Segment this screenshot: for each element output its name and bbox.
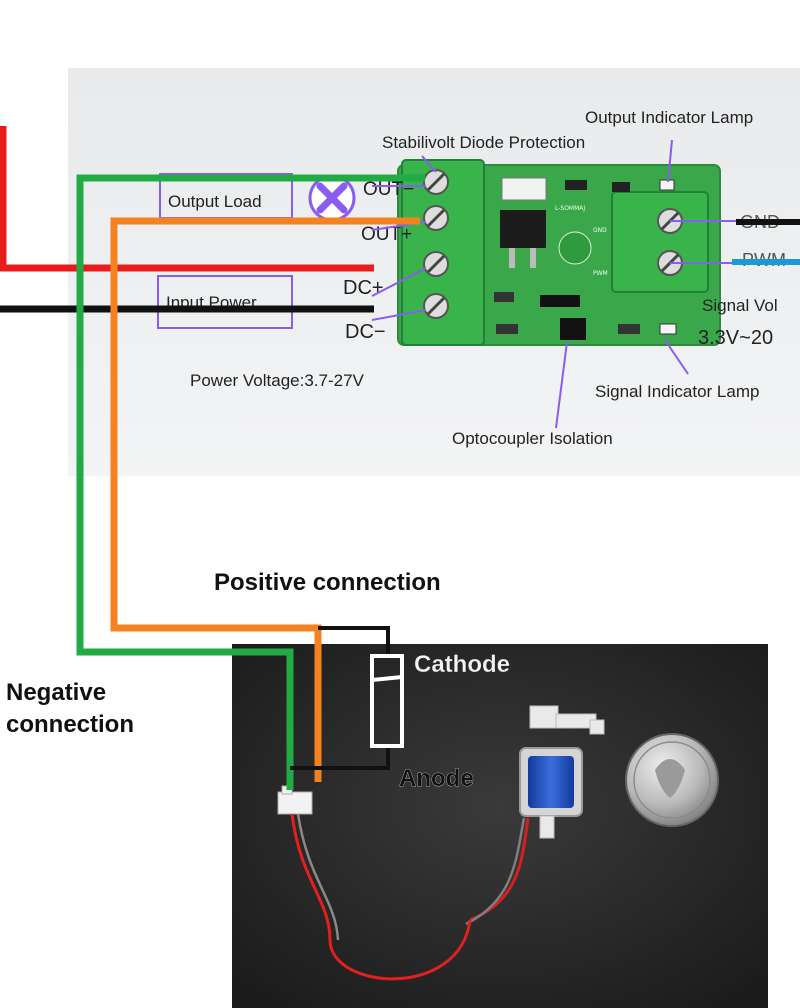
quarter-coin (625, 733, 719, 827)
solenoid-valve (465, 705, 605, 926)
label-negative-connection-1: Negative (6, 679, 106, 706)
right-terminal-block (611, 191, 709, 293)
chip-label: L-SOMMAJ (555, 205, 585, 212)
header-socket (501, 177, 547, 201)
green-wire (76, 174, 425, 790)
diode-outline-icon (370, 654, 404, 748)
smd-resistor-3 (618, 324, 640, 334)
red-wire (0, 126, 374, 272)
left-terminal-block (401, 159, 485, 346)
label-stabilivolt-protection: Stabilivolt Diode Protection (382, 133, 585, 152)
label-terminal-dc-minus: DC− (345, 321, 386, 343)
label-signal-indicator-lamp: Signal Indicator Lamp (595, 382, 759, 401)
flyback-diode (290, 626, 404, 770)
label-terminal-out-minus: OUT− (363, 179, 414, 200)
smd-small-1 (565, 180, 587, 190)
label-positive-connection: Positive connection (214, 569, 441, 596)
label-signal-voltage-range: 3.3V~20 (698, 327, 773, 349)
label-power-voltage: Power Voltage:3.7-27V (190, 371, 365, 390)
label-signal-voltage: Signal Vol (702, 296, 778, 315)
label-output-load: Output Load (168, 192, 262, 211)
label-terminal-dc-plus: DC+ (343, 277, 384, 299)
label-anode: Anode (399, 765, 474, 792)
x-circle-icon (308, 174, 356, 222)
label-cathode: Cathode (414, 651, 510, 678)
diode-cathode-lead (318, 626, 390, 656)
pad-label-pwm: PWM (593, 270, 608, 277)
orange-wire (110, 217, 420, 782)
optocoupler-chip (560, 318, 586, 340)
signal-indicator-led (659, 323, 677, 335)
smd-resistor-2 (496, 324, 518, 334)
label-output-indicator-lamp: Output Indicator Lamp (585, 108, 753, 127)
valve-photo (232, 644, 768, 1008)
smd-small-2 (612, 182, 630, 192)
gnd-pwm-pad (558, 231, 592, 265)
zener-diode (540, 295, 580, 307)
smd-resistor-1 (494, 292, 514, 302)
pad-label-gnd: GND (593, 227, 607, 234)
input-power-box (157, 275, 293, 329)
output-indicator-led (659, 179, 675, 191)
diode-anode-lead (290, 746, 390, 770)
driver-board-photo: L-SOMMAJ GND PWM Output Indicator Lamp S… (68, 68, 800, 476)
valve-photo-background (232, 644, 768, 1008)
mosfet-chip (500, 210, 546, 248)
label-negative-connection-2: connection (6, 711, 134, 738)
load-wires (76, 174, 425, 790)
power-wires (0, 126, 800, 313)
label-optocoupler-isolation: Optocoupler Isolation (452, 429, 613, 448)
